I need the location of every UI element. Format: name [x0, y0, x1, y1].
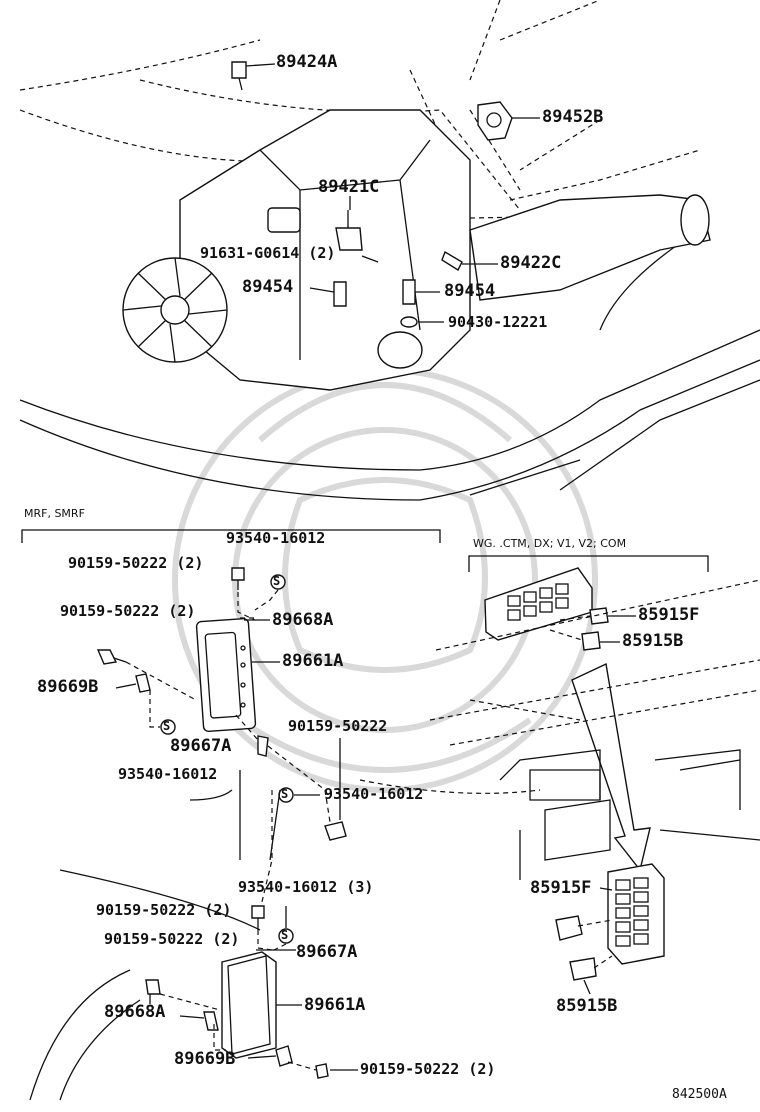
part-label-89669B[interactable]: 89669B [174, 1049, 236, 1069]
part-label-90159-50222[interactable]: 90159-50222 (2) [360, 1060, 496, 1078]
mrf-bracket [21, 529, 441, 543]
part-label-89669B[interactable]: 89669B [37, 677, 99, 697]
seal-symbol: S [281, 787, 289, 801]
part-label-93540-16012[interactable]: 93540-16012 [226, 529, 326, 547]
engine-assembly [19, 0, 760, 501]
part-label-89661A[interactable]: 89661A [304, 995, 366, 1015]
condition-label-mrf: MRF, SMRF [24, 507, 85, 520]
ecu-group-lower [29, 869, 358, 1101]
dash-junction-block [359, 567, 760, 995]
part-label-90159-50222[interactable]: 90159-50222 (2) [68, 554, 204, 572]
figure-id: 842500A [672, 1087, 727, 1102]
part-label-85915F[interactable]: 85915F [638, 605, 700, 625]
part-label-89422C[interactable]: 89422C [500, 253, 562, 273]
part-label-90159-50222[interactable]: 90159-50222 (2) [60, 602, 196, 620]
condition-label-wg: WG. .CTM, DX; V1, V2; COM [473, 537, 627, 550]
part-label-90159-50222[interactable]: 90159-50222 (2) [104, 930, 240, 948]
part-label-89661A[interactable]: 89661A [282, 651, 344, 671]
part-label-89454-right[interactable]: 89454 [444, 281, 496, 301]
wg-bracket [468, 555, 709, 572]
part-label-89424A[interactable]: 89424A [276, 52, 338, 72]
seal-symbol: S [281, 928, 289, 942]
part-label-89421C[interactable]: 89421C [318, 177, 380, 197]
cooling-fan [122, 257, 228, 363]
part-label-89452B[interactable]: 89452B [542, 107, 604, 127]
part-label-89668A[interactable]: 89668A [104, 1002, 166, 1022]
part-label-85915F[interactable]: 85915F [530, 878, 592, 898]
part-label-89454-left[interactable]: 89454 [242, 277, 294, 297]
part-label-93540-16012[interactable]: 93540-16012 [118, 765, 218, 783]
part-label-85915B[interactable]: 85915B [556, 996, 618, 1016]
part-label-89668A[interactable]: 89668A [272, 610, 334, 630]
part-label-85915B[interactable]: 85915B [622, 631, 684, 651]
part-label-93540-16012[interactable]: 93540-16012 [324, 785, 424, 803]
part-label-89667A[interactable]: 89667A [296, 942, 358, 962]
part-label-90159-50222[interactable]: 90159-50222 (2) [96, 901, 232, 919]
part-label-89667A[interactable]: 89667A [170, 736, 232, 756]
seal-symbol: S [163, 719, 171, 733]
part-label-93540-16012[interactable]: 93540-16012 (3) [238, 878, 374, 896]
part-label-90430-12221[interactable]: 90430-12221 [448, 313, 548, 331]
part-label-91631-G0614[interactable]: 91631-G0614 (2) [200, 244, 336, 262]
part-label-90159-50222[interactable]: 90159-50222 [288, 717, 388, 735]
seal-symbol: S [273, 574, 281, 588]
ecu-group-upper [96, 567, 347, 911]
